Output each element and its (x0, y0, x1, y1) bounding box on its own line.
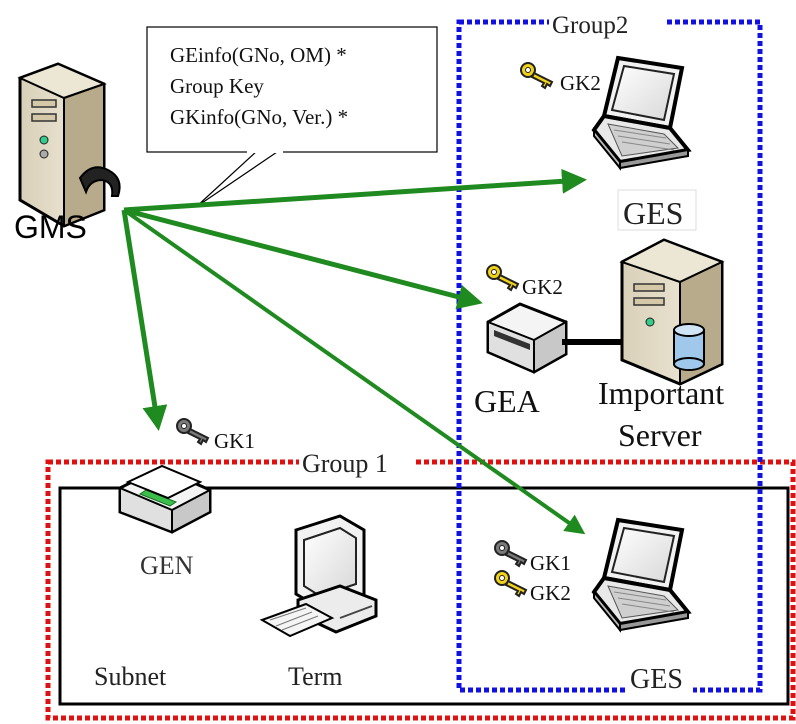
gea-label: GEA (474, 383, 540, 419)
arrow-to-gea (123, 207, 483, 310)
gms-label: GMS (14, 209, 87, 245)
ges-top-laptop-icon (592, 56, 690, 170)
ges-bottom-laptop-icon (592, 518, 690, 632)
ges-bottom-gray-key-icon (494, 540, 527, 567)
callout-group-key-text: Group Key (170, 74, 264, 98)
arrow-to-ges-top (123, 168, 587, 213)
group2-label: Group2 (552, 12, 628, 39)
arrow-to-ges-bottom (122, 208, 586, 535)
group2-boundary (456, 19, 763, 693)
gms-server-icon (17, 62, 121, 228)
group1-label: Group 1 (302, 449, 388, 478)
important-server-icon (619, 238, 725, 386)
ges-top-label: GES (623, 195, 683, 231)
gen-device-icon (118, 464, 212, 534)
gen-gray-key-icon (176, 418, 209, 445)
term-computer-icon (259, 514, 378, 638)
gen-label: GEN (140, 551, 194, 580)
important-server-label-line2: Server (618, 417, 702, 453)
ges-bottom-key1-label: GK1 (530, 551, 571, 575)
ges-top-yellow-key-icon (520, 62, 553, 89)
callout-box: GEinfo(GNo, OM) * Group Key GKinfo(GNo, … (146, 26, 438, 208)
term-label: Term (288, 662, 343, 691)
callout-geinfo-text: GEinfo(GNo, OM) * (170, 43, 347, 67)
ges-bottom-key2-label: GK2 (530, 581, 571, 605)
ges-bottom-label: GES (630, 664, 683, 695)
gea-device-icon (486, 302, 568, 374)
important-server-label-line1: Important (598, 375, 724, 411)
gea-key-label: GK2 (522, 275, 563, 299)
database-icon (673, 323, 705, 371)
arrow-to-gen (121, 209, 168, 431)
ges-bottom-yellow-key-icon (494, 570, 527, 597)
distribution-arrows (121, 168, 587, 535)
callout-gkinfo-text: GKinfo(GNo, Ver.) * (170, 105, 348, 129)
subnet-boundary (58, 486, 790, 706)
subnet-label: Subnet (94, 662, 167, 691)
gen-key-label: GK1 (214, 429, 255, 453)
gea-yellow-key-icon (486, 264, 519, 291)
ges-top-key-label: GK2 (560, 71, 601, 95)
group1-boundary (45, 459, 796, 721)
